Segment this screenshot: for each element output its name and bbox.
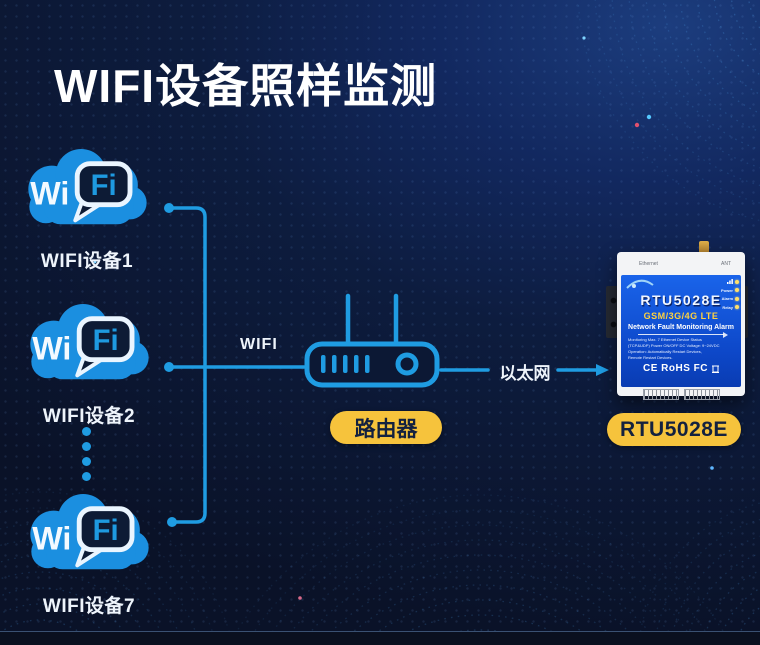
- ethernet-link-label: 以太网: [499, 364, 551, 383]
- wifi-device-7: Wi Fi WIFI设备7: [14, 493, 164, 618]
- wifi-trunk-line: [171, 206, 207, 524]
- wifi-device-7-label: WIFI设备7: [42, 596, 136, 617]
- sparkle-dot: [93, 260, 97, 264]
- ethernet-arrowhead: [596, 364, 609, 376]
- led-dot: [735, 279, 739, 284]
- wifi-link-label: WIFI: [240, 336, 278, 353]
- certification-marks: CE RoHS FC: [621, 363, 741, 374]
- led-relay-label: Relay: [722, 304, 733, 310]
- rtu-badge: RTU5028E: [607, 413, 741, 446]
- wifi-device-1-label: WIFI设备1: [40, 251, 134, 272]
- wifi-cloud-icon: Wi Fi: [30, 303, 149, 380]
- router-led-ring: [395, 352, 419, 376]
- router-icon: [304, 293, 440, 388]
- led-alarm-label: Alarm: [721, 296, 733, 301]
- led-dot: [735, 305, 739, 309]
- bottom-bar: [0, 631, 760, 645]
- speech-bubble: [76, 506, 135, 553]
- device-model-text: RTU5028E: [640, 292, 722, 308]
- wifi-device-2: Wi Fi WIFI设备2: [14, 303, 164, 428]
- wifi-wi-text: Wi: [30, 176, 69, 212]
- sparkle-dot-red: [634, 122, 640, 128]
- wifi-fi-text: Fi: [93, 324, 119, 357]
- signal-icon: [727, 279, 733, 284]
- brand-logo-icon: [626, 279, 654, 289]
- wifi-wi-text: Wi: [32, 521, 71, 557]
- antenna-connector: [699, 241, 709, 255]
- device-front-label: Power Alarm Relay RTU5028E GSM/3G/4G LTE…: [621, 275, 741, 387]
- weee-bin-icon: [712, 365, 719, 373]
- sparkle-dot-pink: [298, 596, 302, 600]
- ant-port-label: ANT: [721, 260, 731, 267]
- led-dot: [735, 288, 739, 292]
- sparkle-dot: [582, 36, 586, 40]
- node-dot: [164, 203, 174, 213]
- wifi-fi-text: Fi: [93, 514, 119, 547]
- device-body: Ethernet ANT Power Alarm Relay RTU5028E: [617, 252, 745, 400]
- device-tagline: Network Fault Monitoring Alarm: [628, 324, 734, 331]
- rtu5028e-device: Ethernet ANT Power Alarm Relay RTU5028E: [604, 240, 754, 400]
- speech-bubble: [76, 316, 135, 363]
- device-spec-text: Monitoring Max. 7 Ethernet Device Status…: [628, 337, 720, 360]
- node-dot: [164, 362, 174, 372]
- node-dot: [167, 517, 177, 527]
- sparkle-dot: [646, 114, 652, 120]
- wifi-device-1: Wi Fi WIFI设备1: [12, 148, 162, 273]
- sparkle-dot: [710, 466, 714, 470]
- wifi-cloud-icon: Wi Fi: [30, 493, 149, 570]
- wifi-fi-text: Fi: [91, 169, 117, 202]
- wifi-cloud-icon: Wi Fi: [28, 148, 147, 225]
- divider-arrow: [638, 331, 728, 338]
- devices-ellipsis: [82, 427, 91, 487]
- ethernet-port-label: Ethernet: [639, 260, 658, 267]
- led-indicators: Power Alarm Relay: [721, 279, 739, 310]
- led-dot: [735, 296, 739, 301]
- wifi-device-2-label: WIFI设备2: [42, 406, 136, 427]
- terminal-stamps: [627, 389, 735, 400]
- led-power-label: Power: [720, 287, 733, 293]
- speech-bubble: [74, 161, 133, 208]
- wifi-wi-text: Wi: [32, 331, 71, 367]
- page-title: WIFI设备照样监测: [54, 60, 438, 112]
- router-badge: 路由器: [330, 411, 442, 444]
- device-subtitle: GSM/3G/4G LTE: [643, 311, 719, 321]
